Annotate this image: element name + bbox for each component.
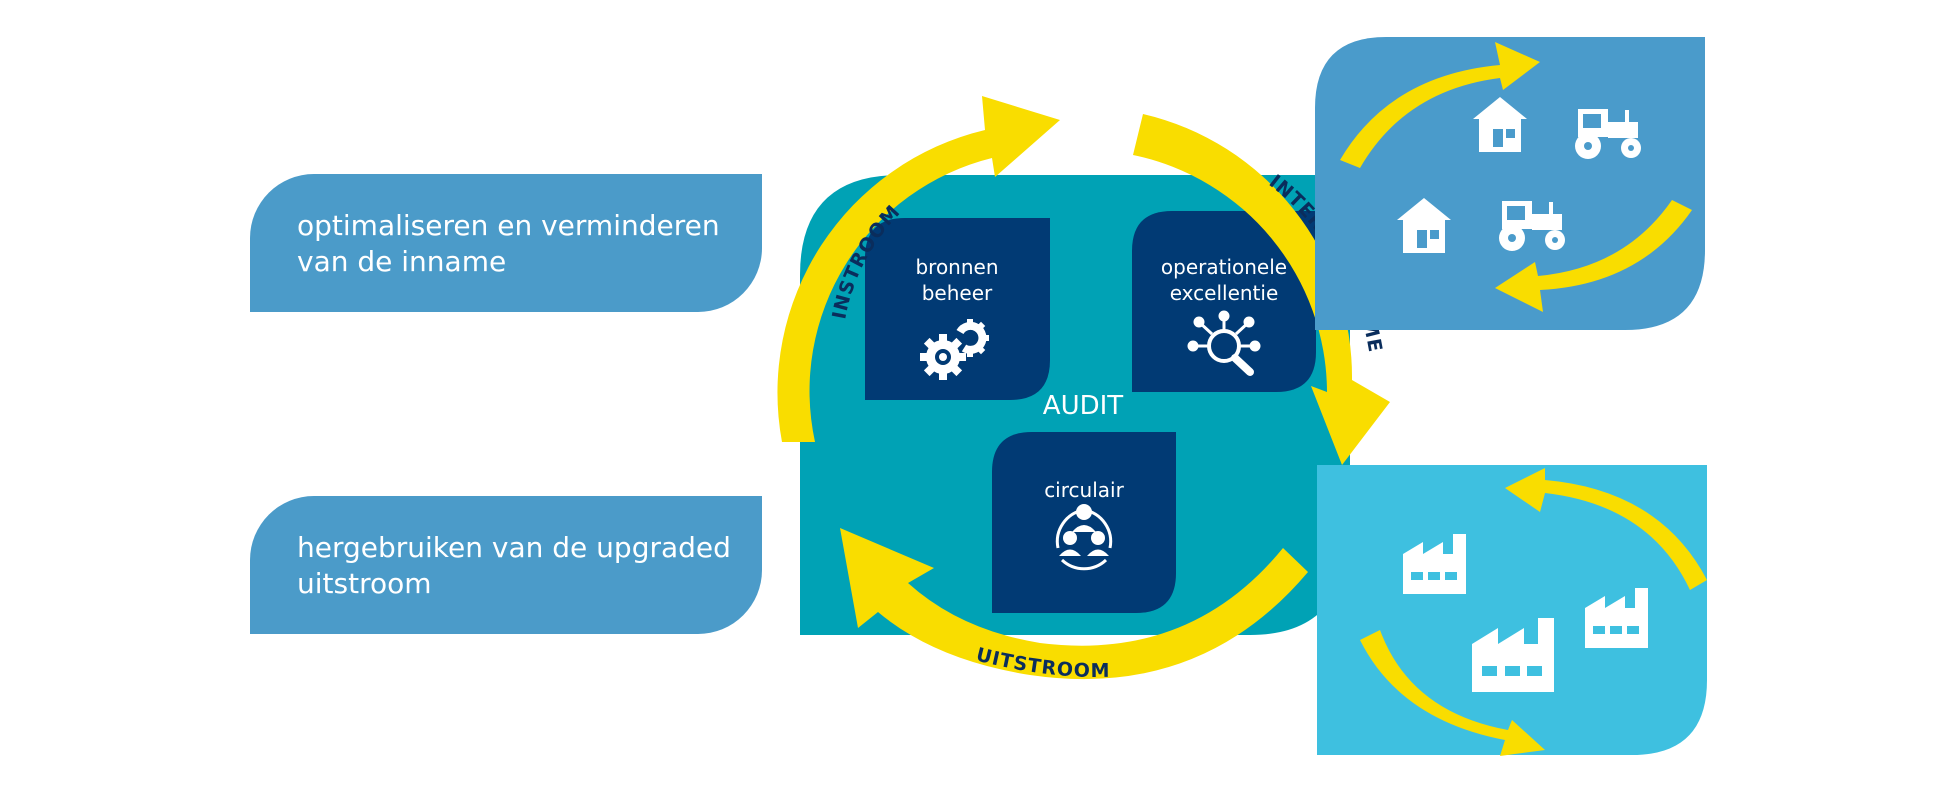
label-box-intake: optimaliseren en verminderen van de inna… <box>250 174 762 312</box>
card-circulair-line1: circulair <box>1044 478 1124 502</box>
audit-label: AUDIT <box>1043 391 1124 421</box>
panel-bottom-arrow-upper <box>1505 468 1707 590</box>
interne-stromen-arrow <box>1133 114 1390 465</box>
card-circulair <box>992 432 1176 613</box>
label-outflow-line2: uitstroom <box>297 567 432 600</box>
panel-top-arrow-lower <box>1495 200 1692 312</box>
house-icon <box>1473 97 1527 152</box>
panel-top-arrow-upper <box>1340 42 1540 168</box>
card-bronnen-line1: bronnen <box>915 255 998 279</box>
panel-bottom-arrow-lower <box>1360 630 1545 756</box>
panel-bottom-right <box>1317 465 1707 755</box>
factory-icon <box>1403 534 1466 594</box>
label-intake-line1: optimaliseren en verminderen <box>297 209 720 242</box>
factory-icon <box>1585 588 1648 648</box>
card-bronnen-beheer <box>865 218 1050 400</box>
card-operationele-line2: excellentie <box>1170 281 1279 305</box>
label-outflow-line1: hergebruiken van de upgraded <box>297 531 731 564</box>
card-bronnen-line2: beheer <box>922 281 993 305</box>
house-icon <box>1397 198 1451 253</box>
tractor-icon <box>1499 201 1565 251</box>
uitstroom-arrow <box>840 528 1308 680</box>
people-cycle-icon <box>1055 504 1113 571</box>
tractor-icon <box>1575 109 1641 159</box>
label-box-outflow: hergebruiken van de upgraded uitstroom <box>250 496 762 634</box>
magnifier-network-icon <box>1187 310 1261 376</box>
card-operationele-line1: operationele <box>1161 255 1287 279</box>
card-operationele-excellentie <box>1132 211 1316 392</box>
label-intake-line2: van de inname <box>297 245 507 278</box>
instroom-arrow <box>777 96 1060 442</box>
factory-icon <box>1472 618 1554 692</box>
